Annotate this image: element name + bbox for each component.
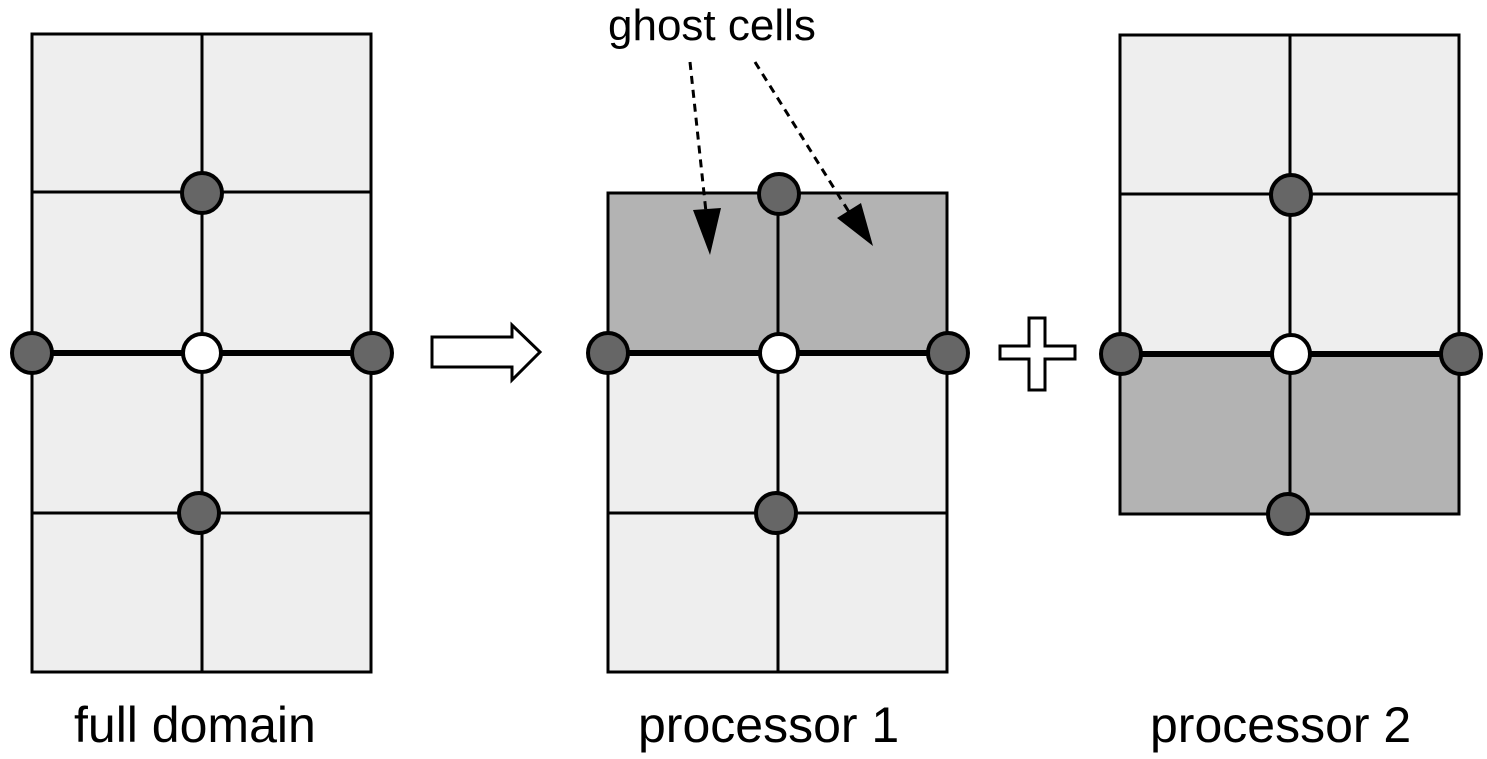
processor2-nodes bbox=[1099, 173, 1483, 536]
ghost-cell-pointer-arrows bbox=[688, 61, 873, 255]
processor1-nodes bbox=[586, 172, 970, 535]
processor2-grid bbox=[1099, 33, 1483, 536]
decompose-arrow-icon bbox=[430, 321, 543, 384]
full-domain-grid bbox=[10, 32, 394, 674]
processor2-label: processor 2 bbox=[1150, 697, 1412, 753]
processor1-label: processor 1 bbox=[638, 697, 900, 753]
full-domain-nodes bbox=[10, 171, 394, 535]
plus-icon bbox=[998, 316, 1077, 392]
ghost-cells-label: ghost cells bbox=[608, 1, 816, 50]
full-domain-label: full domain bbox=[74, 697, 316, 753]
processor1-grid bbox=[586, 172, 970, 674]
